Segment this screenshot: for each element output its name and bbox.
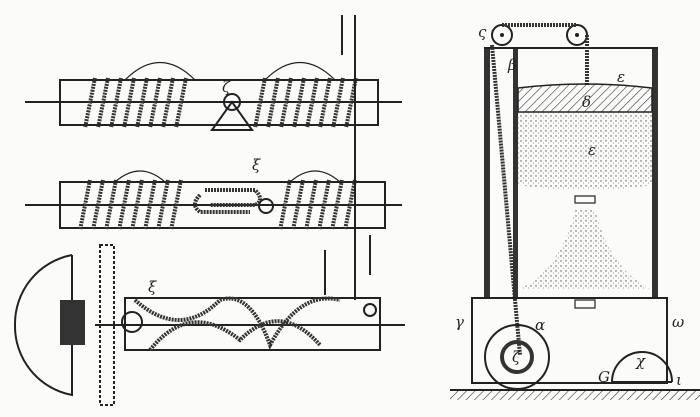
label-rope-end: α [535,316,545,334]
hourglass-cart [450,23,700,400]
label-right-marker: ι [676,371,682,389]
label-sand: ε [588,141,596,159]
label-axle: ζ [512,348,521,366]
label-xi-bottom: ξ [148,278,157,296]
drum-top [25,61,402,131]
arrows [324,15,371,300]
drum-middle [25,170,402,231]
label-zeta-top: ζ [222,78,231,96]
label-left-wall: γ [455,313,464,331]
label-xi-middle: ξ [252,156,261,174]
drum-bottom [13,244,405,406]
label-top-space: ε [617,68,625,86]
label-right-wall: ω [672,313,684,331]
label-small-wheel: χ [635,352,646,370]
label-tube: β [507,56,517,74]
label-gear: G [598,368,610,386]
label-pulley: ς [478,23,487,41]
label-weight: δ [582,93,591,111]
